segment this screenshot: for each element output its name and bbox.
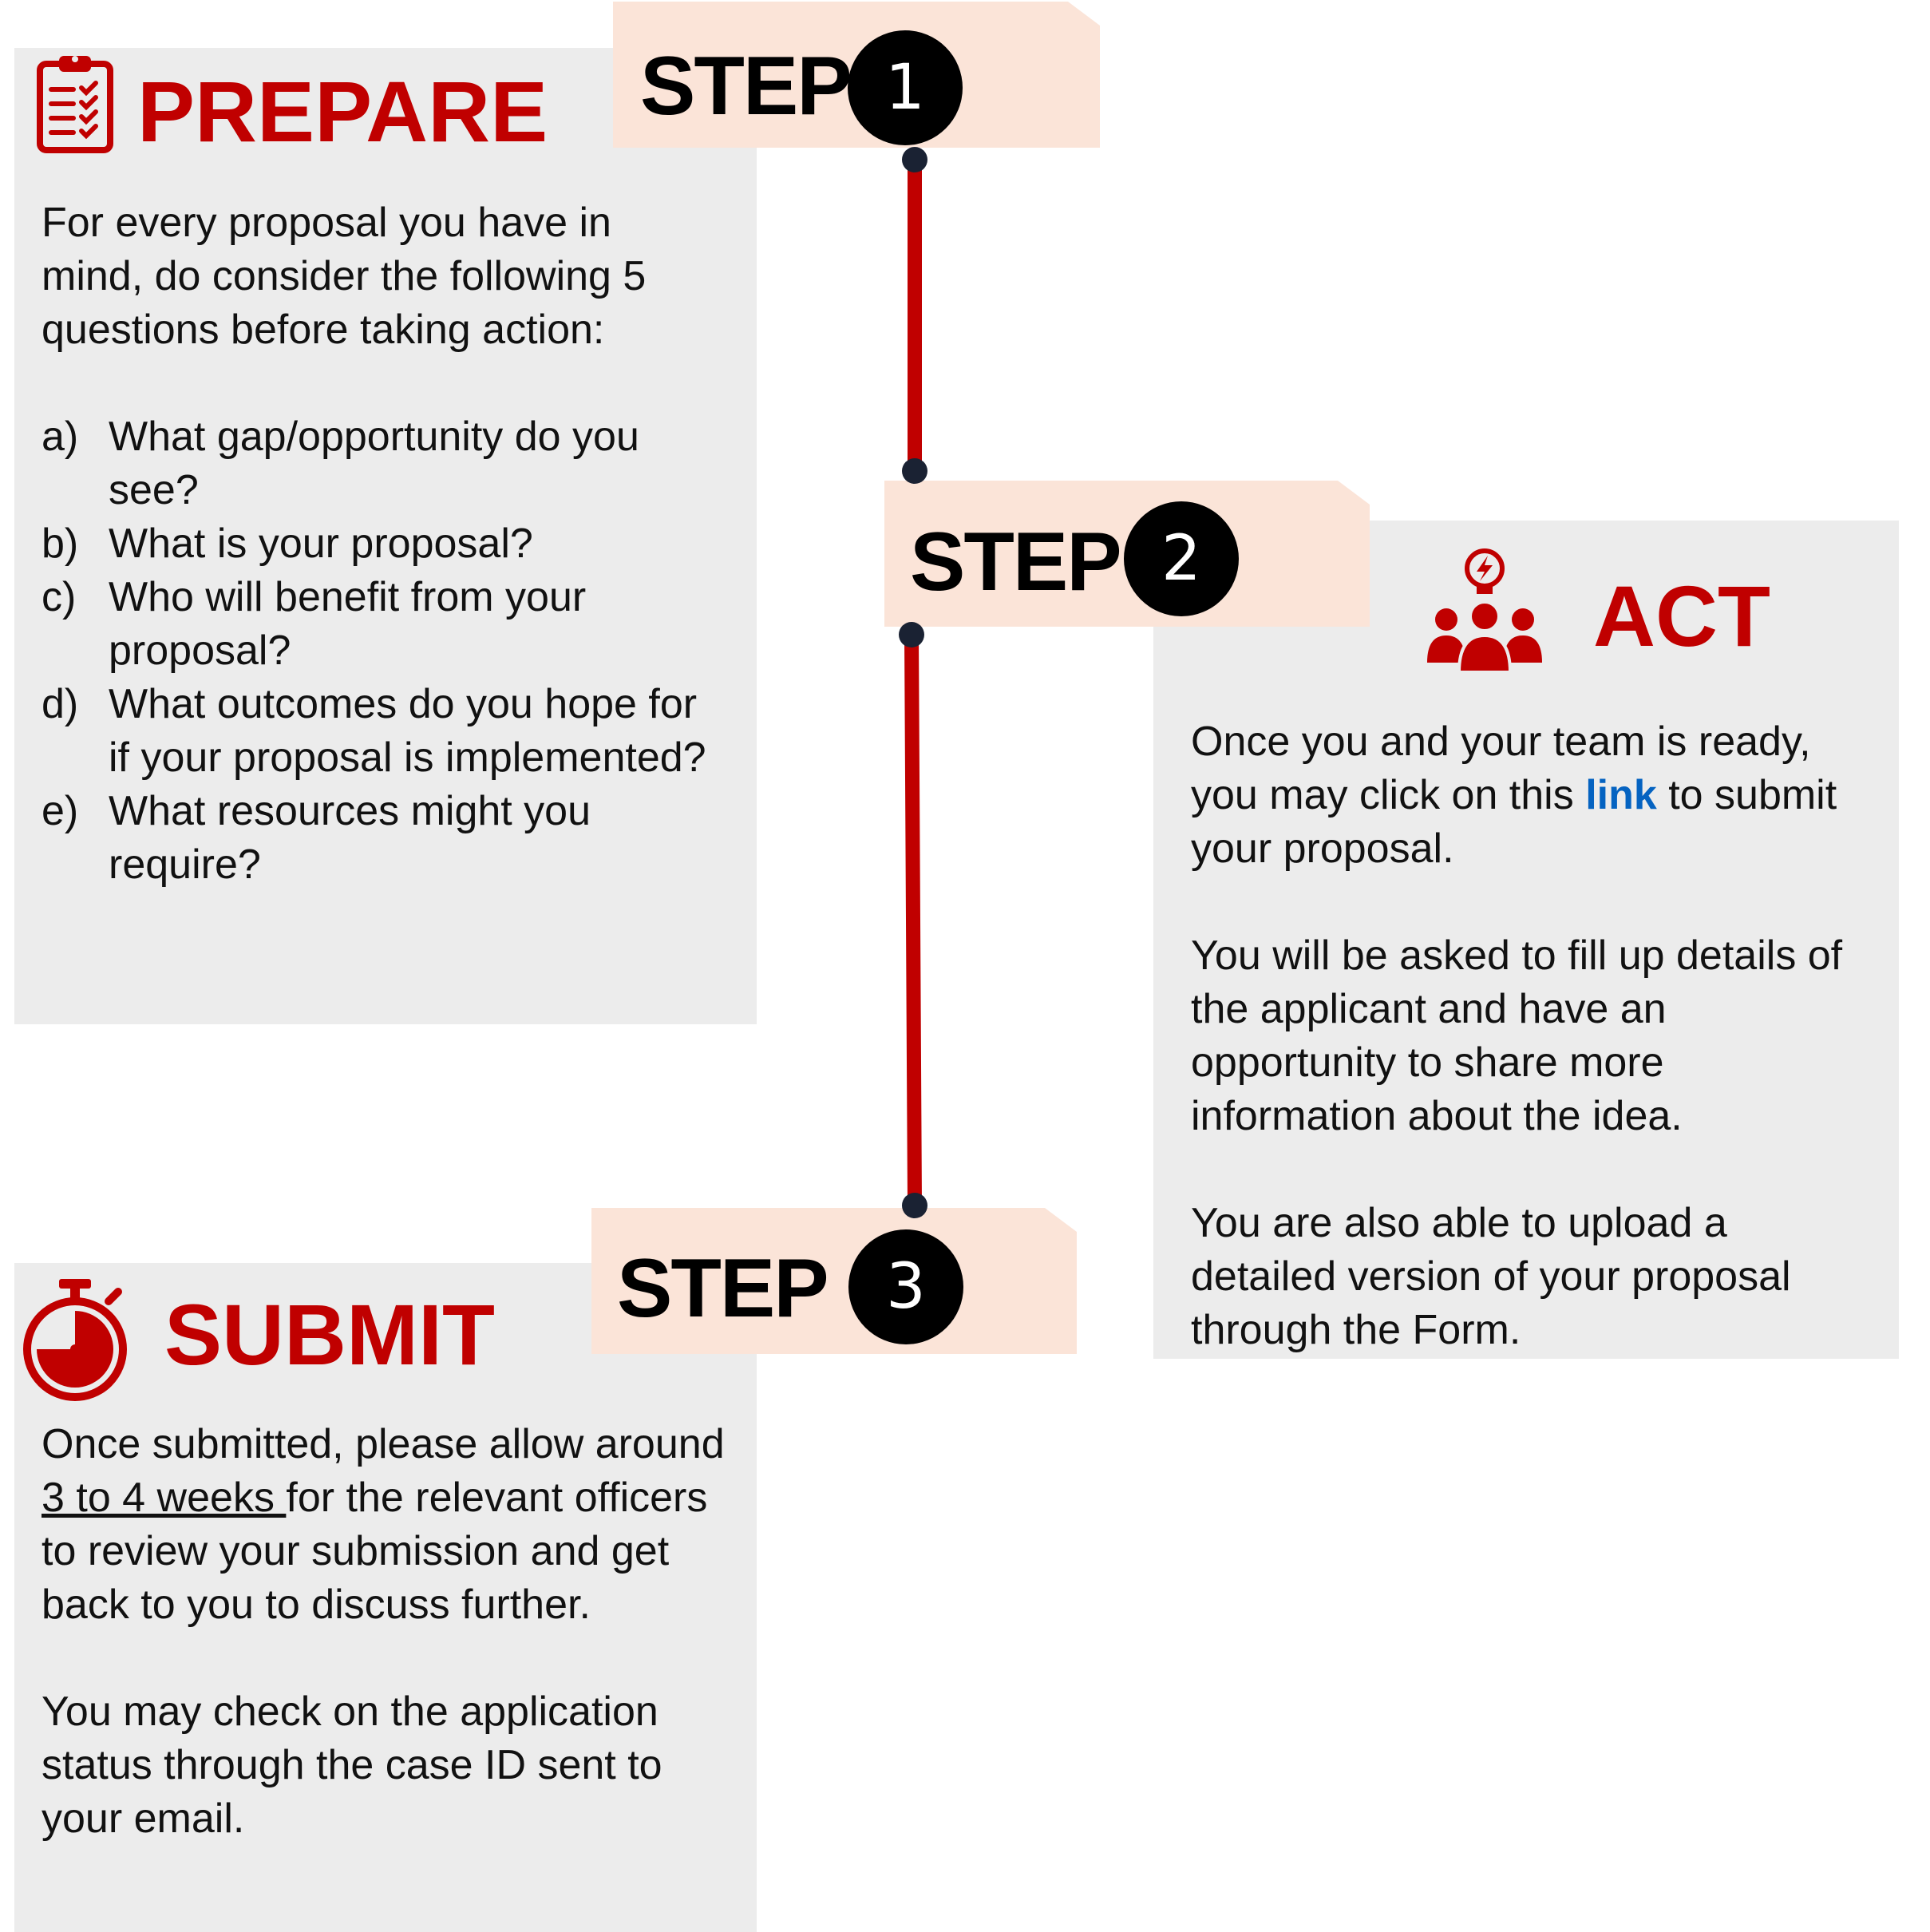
connector-dot — [902, 1193, 927, 1218]
act-paragraph-3: You are also able to upload a detailed v… — [1191, 1200, 1791, 1353]
connector-dot — [902, 147, 927, 172]
submit-panel — [14, 1263, 757, 1932]
stopwatch-icon — [23, 1279, 127, 1401]
act-paragraph-1: Once you and your team is ready, you may… — [1191, 719, 1837, 872]
prepare-body: For every proposal you have in mind, do … — [42, 196, 728, 892]
list-item: d)What outcomes do you hope for if your … — [42, 681, 706, 781]
team-idea-icon — [1427, 548, 1542, 674]
submit-paragraph-2: You may check on the application status … — [42, 1689, 662, 1842]
list-item: e)What resources might you require? — [42, 788, 591, 888]
submit-proposal-link[interactable]: link — [1585, 772, 1657, 818]
act-body: Once you and your team is ready, you may… — [1191, 715, 1869, 1357]
list-item: b)What is your proposal? — [42, 521, 533, 567]
act-paragraph-2: You will be asked to fill up details of … — [1191, 932, 1843, 1139]
prepare-title: PREPARE — [137, 63, 548, 160]
step-2-number-badge: 2 — [1124, 501, 1239, 616]
step-3-tab — [591, 1208, 1077, 1354]
prepare-question-list: a)What gap/opportunity do you see? b)Wha… — [42, 410, 728, 892]
step-2-label: STEP — [910, 516, 1122, 608]
review-duration: 3 to 4 weeks — [42, 1475, 287, 1521]
list-item: c)Who will benefit from your proposal? — [42, 574, 587, 674]
step-1-number-badge: 1 — [848, 30, 963, 145]
step-3-number-badge: 3 — [848, 1229, 963, 1344]
submit-body: Once submitted, please allow around 3 to… — [42, 1418, 728, 1846]
list-item: a)What gap/opportunity do you see? — [42, 414, 639, 513]
prepare-intro: For every proposal you have in mind, do … — [42, 200, 647, 353]
connector-dot — [899, 622, 924, 647]
prepare-panel — [14, 48, 757, 1024]
step-1-label: STEP — [640, 40, 852, 133]
clipboard-checklist-icon — [37, 56, 113, 153]
connector-dot — [902, 458, 927, 484]
act-title: ACT — [1593, 568, 1770, 664]
submit-paragraph-1: Once submitted, please allow around 3 to… — [42, 1421, 725, 1628]
submit-title: SUBMIT — [164, 1286, 495, 1383]
step-3-label: STEP — [617, 1242, 829, 1335]
